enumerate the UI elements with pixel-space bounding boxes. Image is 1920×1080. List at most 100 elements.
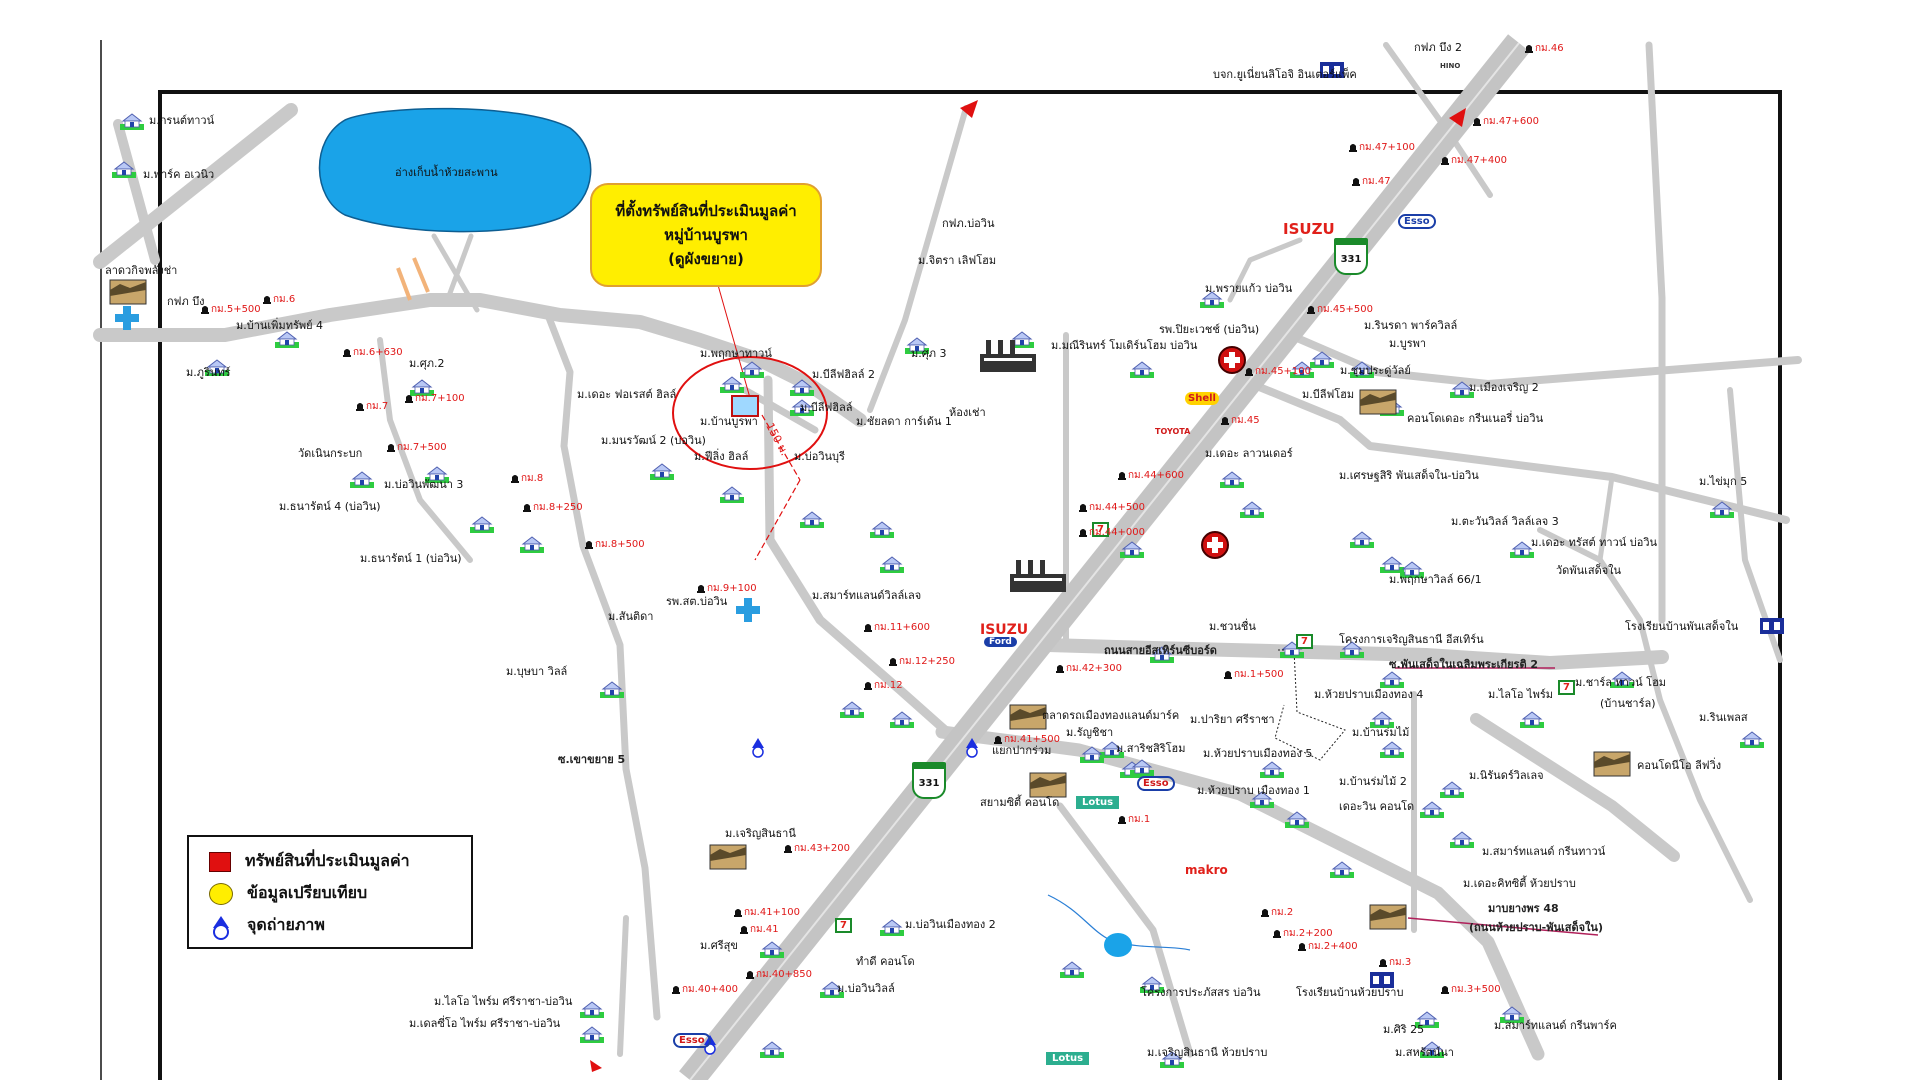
village-icon: [1370, 711, 1394, 728]
condo-photo-icon: [1359, 389, 1397, 415]
highway-shield: 331: [1334, 238, 1368, 275]
road: [443, 233, 474, 307]
seven-eleven-logo: 7: [835, 918, 852, 933]
highway-shield: 331: [912, 762, 946, 799]
village-icon: [580, 1001, 604, 1018]
village-icon: [1710, 501, 1734, 518]
km-marker-label: กม.8: [521, 473, 544, 484]
km-post-icon: [697, 585, 705, 593]
km-post-icon: [263, 296, 271, 304]
underline-road-label: [1407, 917, 1599, 936]
km-marker-label: กม.41: [750, 924, 779, 935]
village-icon: [580, 1026, 604, 1043]
village-icon: [350, 471, 374, 488]
km-post-icon: [1352, 178, 1360, 186]
place-label: ม.สมาร์ทแลนด์วิลล์เลจ: [812, 589, 922, 602]
km-post-icon: [746, 971, 754, 979]
km-marker-label: กม.47+100: [1359, 142, 1416, 153]
place-label: ม.พาร์ค อเวนิว: [143, 168, 215, 181]
km-marker-label: กม.8+250: [533, 502, 583, 513]
place-label: ม.บีลีฟฮิลล์ 2: [812, 368, 875, 381]
place-label: ม.เดอะ ฟอเรสต์ ฮิลล์: [577, 388, 677, 401]
village-icon: [470, 516, 494, 533]
place-label: ม.สหรัตน์นา: [1395, 1046, 1454, 1059]
place-label: ม.เจริญสินธานี: [725, 827, 796, 840]
road: [1537, 527, 1753, 903]
place-label: ม.ไข่มุก 5: [1699, 475, 1748, 488]
village-icon: [425, 466, 449, 483]
place-label: ม.สมาร์ทแลนด์ กรีนพาร์ค: [1494, 1019, 1617, 1032]
place-label: ม.บ้านเพิ่มทรัพย์ 4: [236, 319, 324, 332]
place-label: แยกปากร่วม: [992, 744, 1052, 757]
km-marker-label: กม.44+500: [1089, 502, 1146, 513]
village-icon: [275, 331, 299, 348]
road: [1056, 802, 1194, 1058]
village-icon: [720, 376, 744, 393]
factory-icon: [980, 340, 1036, 372]
village-icon: [890, 711, 914, 728]
km-marker-label: กม.40+850: [756, 969, 813, 980]
isuzu-logo: ISUZU: [1283, 220, 1335, 238]
road: [1645, 41, 1666, 624]
village-icon: [1420, 1041, 1444, 1058]
km-marker-label: กม.6: [273, 294, 296, 305]
place-label: ม.บ้านบูรพา: [700, 415, 758, 428]
lotus-logo: Lotus: [1046, 1052, 1090, 1065]
place-label: ม.ตะวันวิลล์ วิลล์เลจ 3: [1451, 515, 1559, 528]
road-name-label: ถนนสายอีสเทิร์นซีบอร์ด: [1104, 644, 1217, 657]
place-label: ม.ไลโอ ไพร์ม: [1488, 688, 1553, 701]
place-label: ม.รัญชิชา: [1066, 726, 1114, 739]
condo-photo-icon: [109, 279, 147, 305]
place-label: โครงการเจริญสินธานี อีสเทิร์น: [1339, 633, 1484, 646]
km-post-icon: [1473, 118, 1481, 126]
place-label: ม.จิตรา เลิฟโฮม: [918, 254, 997, 267]
village-icon: [600, 681, 624, 698]
village-icon: [870, 521, 894, 538]
village-icon: [820, 981, 844, 998]
km-marker-label: กม.47+400: [1451, 155, 1508, 166]
legend-label: ข้อมูลเปรียบเทียบ: [247, 883, 368, 902]
road: [1286, 331, 1802, 388]
km-post-icon: [734, 909, 742, 917]
legend-label: จุดถ่ายภาพ: [247, 915, 325, 934]
village-icon: [205, 359, 229, 376]
village-icon: [1240, 501, 1264, 518]
factory-icon: [1010, 560, 1066, 592]
km-marker-label: กม.44+000: [1089, 527, 1146, 538]
village-icon: [1130, 361, 1154, 378]
place-label: ม.ศรีสุข: [700, 939, 738, 952]
km-post-icon: [1349, 144, 1357, 152]
km-post-icon: [511, 475, 519, 483]
village-icon: [1250, 791, 1274, 808]
km-marker-label: กม.44+600: [1128, 470, 1185, 481]
place-label: โรงเรียนบ้านพันเสด็จใน: [1625, 620, 1739, 633]
place-label: ม.ศุภ 3: [911, 347, 947, 360]
condo-photo-icon: [1369, 904, 1407, 930]
esso-logo: Esso: [1137, 776, 1175, 791]
callout-line-1: ที่ตั้งทรัพย์สินที่ประเมินมูลค่า: [615, 202, 797, 220]
km-marker-label: กม.2+400: [1308, 941, 1358, 952]
place-label: ม.บูรพา: [1389, 337, 1427, 350]
village-icon: [1340, 641, 1364, 658]
km-post-icon: [523, 504, 531, 512]
place-label: รพ.สต.บ่อวิน: [666, 595, 728, 608]
road: [1597, 474, 1615, 563]
place-label: ม.บ่อวินพัฒนา 3: [384, 478, 464, 491]
km-post-icon: [1118, 816, 1126, 824]
village-icon: [1450, 831, 1474, 848]
place-label: ม.ปาริยา ศรีราชา: [1190, 713, 1275, 726]
village-icon: [760, 1041, 784, 1058]
km-marker-label: กม.2: [1271, 907, 1294, 918]
legend-label: ทรัพย์สินที่ประเมินมูลค่า: [245, 851, 410, 870]
subject-callout: ที่ตั้งทรัพย์สินที่ประเมินมูลค่า หมู่บ้า…: [590, 183, 822, 287]
place-label: คอนโดเดอะ กรีนเนอรี่ บ่อวิน: [1407, 412, 1544, 425]
km-post-icon: [1379, 959, 1387, 967]
km-marker-label: กม.47+600: [1483, 116, 1540, 127]
km-post-icon: [1273, 930, 1281, 938]
village-icon: [840, 701, 864, 718]
subject-property-marker[interactable]: [731, 395, 759, 417]
km-marker-label: กม.8+500: [595, 539, 645, 550]
place-label: คอนโดนีโอ ลีฟวิ่ง: [1637, 759, 1722, 772]
direction-arrow-icon: [960, 100, 978, 118]
road-name-label: ซ.พันเสด็จในเฉลิมพระเกียรติ 2: [1389, 658, 1539, 671]
